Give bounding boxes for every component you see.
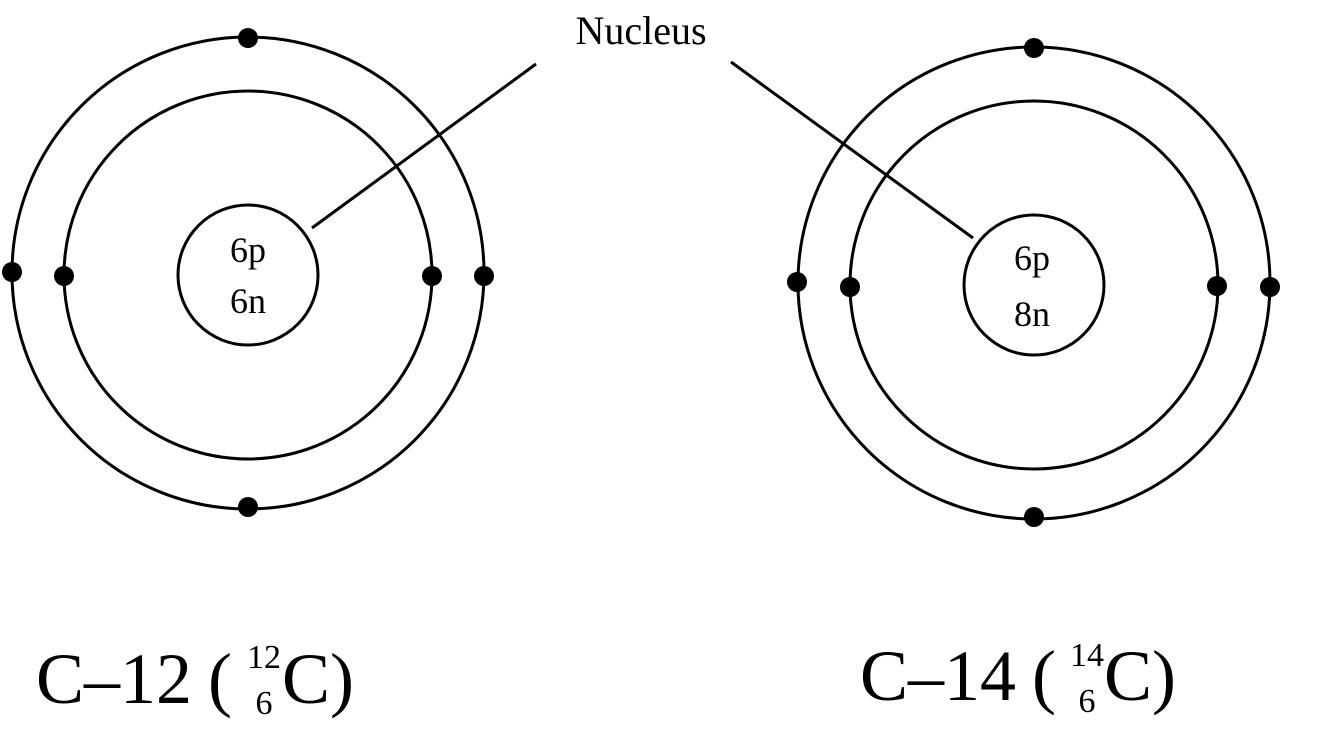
- electron: [787, 272, 807, 292]
- inner-electron-shell: [848, 99, 1220, 471]
- carbon-14-atom: 6p 8n: [787, 38, 1280, 527]
- outer-electron-shell: [10, 35, 486, 511]
- element-symbol: C: [1104, 636, 1152, 716]
- atomic-number: 6: [256, 685, 273, 722]
- open-paren: (: [208, 639, 232, 719]
- neutron-count: 8n: [1014, 294, 1050, 334]
- electron: [1207, 276, 1227, 296]
- outer-electron-shell: [796, 45, 1272, 521]
- electron: [238, 28, 258, 48]
- electron: [422, 266, 442, 286]
- close-paren: ): [330, 639, 354, 719]
- close-paren: ): [1152, 636, 1176, 716]
- neutron-count: 6n: [230, 281, 266, 321]
- electron: [54, 266, 74, 286]
- nucleus-leader-line-right: [730, 60, 974, 240]
- electron: [1260, 277, 1280, 297]
- element-symbol: C: [282, 639, 330, 719]
- electron: [840, 277, 860, 297]
- proton-count: 6p: [230, 230, 266, 270]
- electron: [1024, 507, 1044, 527]
- nucleus: [962, 213, 1106, 357]
- isotope-name: C–14: [860, 636, 1016, 716]
- electron: [2, 262, 22, 282]
- carbon-12-label: C–12 ( 12 6 C ): [36, 639, 354, 722]
- nucleus-callout-label: Nucleus: [575, 8, 706, 53]
- open-paren: (: [1032, 636, 1056, 716]
- carbon-12-atom: 6p 6n: [2, 28, 494, 517]
- mass-number: 14: [1070, 637, 1104, 674]
- electron: [238, 497, 258, 517]
- electron: [474, 266, 494, 286]
- inner-electron-shell: [62, 89, 434, 461]
- isotope-name: C–12: [36, 639, 192, 719]
- carbon-14-label: C–14 ( 14 6 C ): [860, 636, 1176, 720]
- nucleus: [176, 203, 320, 347]
- nucleus-leader-line-left: [311, 62, 537, 230]
- mass-number: 12: [247, 639, 281, 676]
- atomic-number: 6: [1079, 683, 1096, 720]
- proton-count: 6p: [1014, 238, 1050, 278]
- electron: [1024, 38, 1044, 58]
